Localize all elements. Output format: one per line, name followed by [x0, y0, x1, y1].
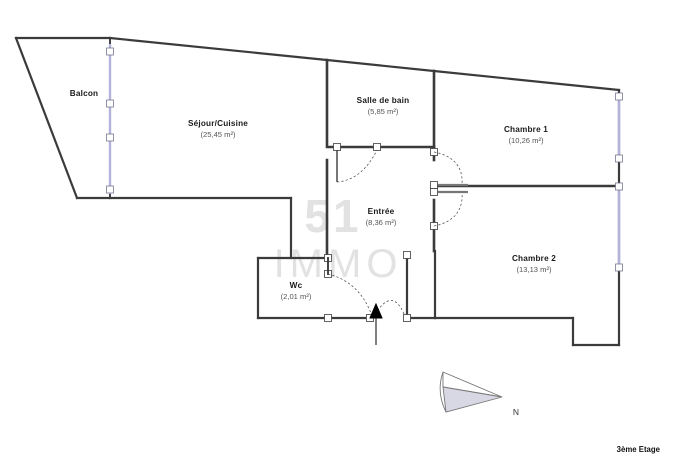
room-name-wc: Wc — [290, 281, 303, 290]
door-arc-sdb — [336, 149, 378, 183]
window-node-balcony-1 — [106, 47, 114, 56]
room-name-chambre-1: Chambre 1 — [504, 125, 548, 134]
door-arc-wc — [327, 273, 373, 317]
door-arc-ch1 — [433, 151, 463, 186]
compass-arrow-tail — [439, 371, 447, 413]
entry-direction-arrow — [369, 302, 383, 345]
floor-level-label: 3ème Etage — [617, 445, 661, 454]
room-labels-group: Balcon Séjour/Cuisine (25,45 m²) Salle d… — [70, 89, 556, 301]
compass-north-label: N — [513, 407, 519, 417]
watermark-line-2: IMMO — [274, 242, 403, 286]
wall-top-sdb — [325, 58, 436, 73]
window-node-ch1-top — [615, 92, 623, 101]
wall-top-sejour — [108, 36, 329, 62]
door-node-entry-bottom — [403, 314, 411, 322]
room-label-sejour-cuisine: Séjour/Cuisine (25,45 m²) — [188, 119, 248, 139]
window-node-balcony-2 — [106, 99, 114, 108]
door-node-entry-top — [403, 251, 411, 259]
outer-walls-group — [14, 36, 621, 347]
room-label-chambre-1: Chambre 1 (10,26 m²) — [504, 125, 548, 145]
door-main-entrance[interactable] — [373, 251, 411, 322]
room-label-chambre-2: Chambre 2 (13,13 m²) — [512, 254, 556, 274]
compass-rose: N — [439, 371, 519, 417]
room-name-balcon: Balcon — [70, 89, 99, 98]
door-chambre-2[interactable] — [430, 188, 469, 230]
balcony-window-wall — [106, 37, 114, 199]
room-area-entree: (8,36 m²) — [366, 218, 397, 227]
room-name-chambre-2: Chambre 2 — [512, 254, 556, 263]
room-name-salle-de-bain: Salle de bain — [357, 96, 410, 105]
window-node-ch1-bottom — [615, 154, 623, 163]
door-node-wc-bottom — [324, 314, 332, 322]
window-node-balcony-4 — [106, 185, 114, 194]
room-area-chambre-1: (10,26 m²) — [508, 136, 543, 145]
wall-top-chambre1 — [432, 69, 621, 92]
room-label-balcon: Balcon — [70, 89, 99, 98]
door-arc-ch2 — [433, 191, 463, 227]
door-node-sdb-hinge — [333, 143, 341, 151]
wall-balcony-left-slanted — [14, 36, 79, 200]
door-node-sdb-jamb — [373, 143, 381, 151]
door-salle-de-bain[interactable] — [333, 143, 381, 183]
room-label-entree: Entrée (8,36 m²) — [366, 207, 397, 227]
compass-arrow-lower — [442, 386, 503, 413]
room-name-sejour-cuisine: Séjour/Cuisine — [188, 119, 248, 128]
door-node-ch1-bottom — [430, 181, 438, 189]
room-area-wc: (2,01 m²) — [281, 292, 312, 301]
room-label-salle-de-bain: Salle de bain (5,85 m²) — [357, 96, 410, 116]
room-area-salle-de-bain: (5,85 m²) — [368, 107, 399, 116]
room-area-sejour-cuisine: (25,45 m²) — [200, 130, 235, 139]
room-label-wc: Wc (2,01 m²) — [281, 281, 312, 301]
room-area-chambre-2: (13,13 m²) — [516, 265, 551, 274]
door-node-ch2-top — [430, 188, 438, 196]
door-arc-entry — [373, 300, 405, 317]
door-chambre-1[interactable] — [430, 148, 469, 189]
window-node-balcony-3 — [106, 133, 114, 142]
window-node-ch2-bottom — [615, 263, 623, 272]
right-wall-windows — [615, 92, 623, 272]
window-node-ch2-top — [615, 182, 623, 191]
watermark-line-1: 51 — [304, 190, 361, 242]
watermark: 51 IMMO — [274, 190, 403, 286]
room-name-entree: Entrée — [368, 207, 395, 216]
